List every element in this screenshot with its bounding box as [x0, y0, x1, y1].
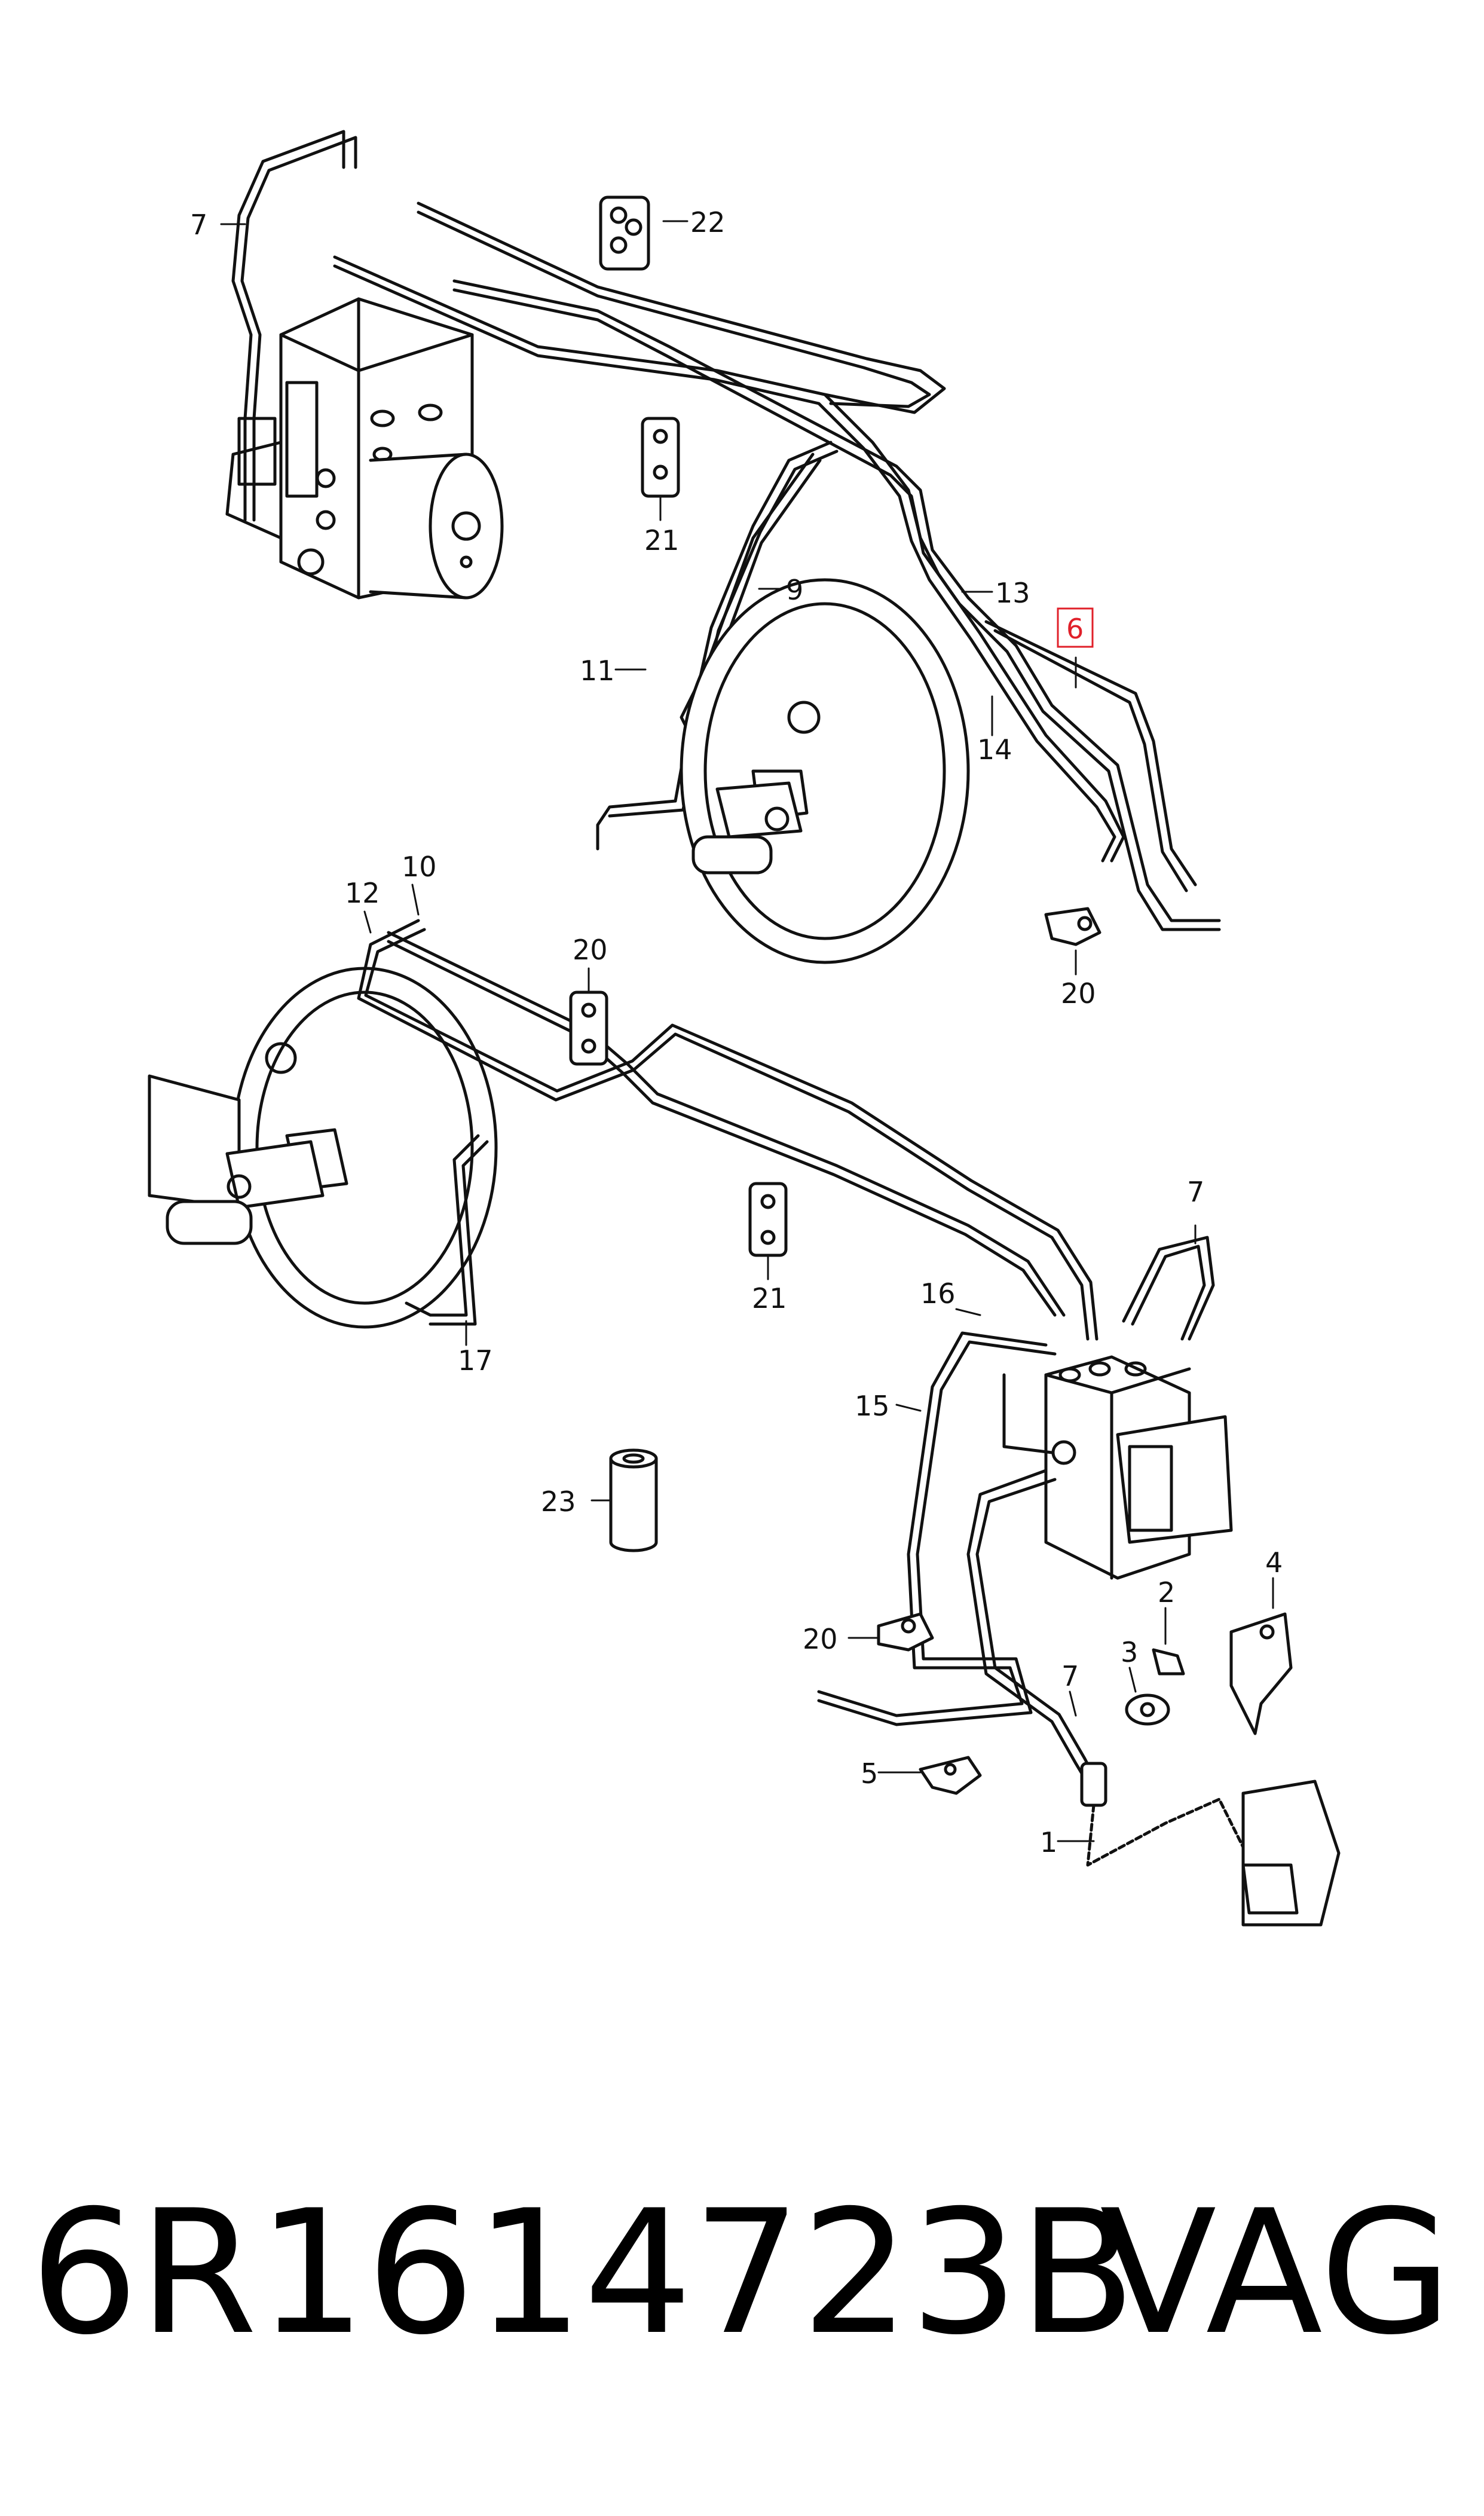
- clip-21-top: [641, 417, 680, 498]
- callout-15: 14: [977, 733, 1012, 766]
- bracket-4: [1229, 1612, 1293, 1735]
- callout-leaders: [220, 220, 1274, 1842]
- callout-6: 6: [1066, 613, 1084, 645]
- callout-12: 11: [580, 655, 615, 687]
- brake-lines-diagram: 7 22 21 9 11 13 14 6 20 10 12 20 21 17 7…: [148, 130, 1341, 1927]
- callout-17: 15: [855, 1390, 890, 1422]
- callout-9: 17: [458, 1344, 493, 1377]
- callout-16: 16: [920, 1277, 956, 1310]
- brake-booster-top: [680, 578, 970, 964]
- abs-unit-top: [225, 297, 474, 600]
- callout-22: 22: [690, 206, 726, 239]
- callout-10: 9: [786, 574, 803, 606]
- clip-21-lower: [748, 1182, 788, 1257]
- clip-22: [599, 195, 650, 271]
- callout-11: 10: [402, 851, 437, 883]
- callout-4: 4: [1265, 1546, 1283, 1579]
- clip-20-mid: [569, 990, 608, 1066]
- callout-labels: 7 22 21 9 11 13 14 6 20 10 12 20 21 17 7…: [190, 206, 1283, 1858]
- callout-13: 12: [345, 877, 380, 909]
- brake-pipes-lower-left: [817, 1331, 1104, 1795]
- brake-hose-1: [1080, 1762, 1341, 1927]
- callout-20-top: 20: [1061, 977, 1096, 1010]
- abs-unit-lower: [1002, 1355, 1233, 1580]
- callout-20-mid: 20: [573, 934, 608, 966]
- callout-7-upper: 7: [1187, 1176, 1204, 1208]
- part-number-caption: 6R1614723B: [30, 2174, 1136, 2373]
- callout-8: 7: [190, 209, 207, 241]
- clip-20-lower: [877, 1612, 934, 1652]
- clip-3: [1125, 1693, 1170, 1726]
- abs-pump-motor-top: [369, 453, 504, 600]
- callout-7-lower: 7: [1061, 1660, 1079, 1692]
- callout-21-lower: 21: [752, 1282, 787, 1314]
- callout-6-highlight-box: [1057, 607, 1094, 648]
- callout-20-lower: 20: [803, 1623, 838, 1655]
- callout-14: 13: [995, 577, 1030, 609]
- callout-3: 3: [1121, 1636, 1138, 1668]
- callout-21-top: 21: [644, 524, 680, 557]
- callout-5: 5: [861, 1757, 878, 1790]
- clip-2: [1152, 1648, 1185, 1676]
- clip-20-top: [1044, 907, 1101, 946]
- bracket-5: [919, 1756, 982, 1795]
- brake-booster-lower: [148, 967, 498, 1329]
- callout-1: 1: [1040, 1826, 1057, 1858]
- brand-caption: VAG: [1100, 2174, 1452, 2373]
- grommet-23: [609, 1448, 658, 1552]
- callout-2: 2: [1158, 1576, 1175, 1609]
- callout-23: 23: [541, 1485, 576, 1518]
